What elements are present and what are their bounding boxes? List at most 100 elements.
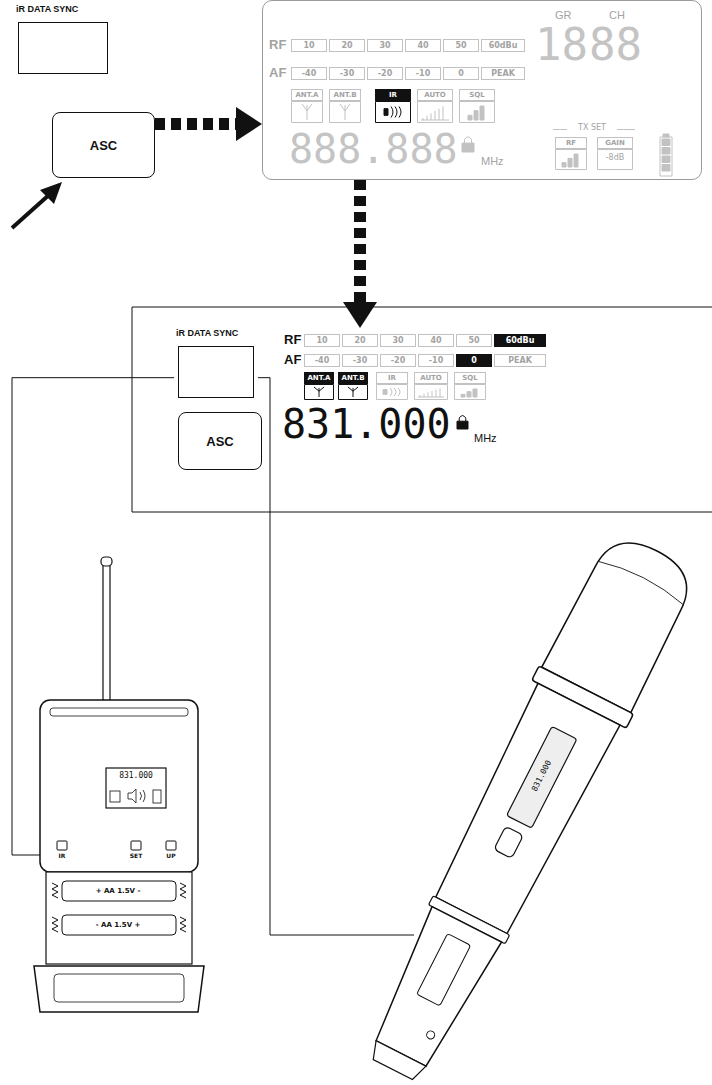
ir-icon [375, 101, 411, 123]
bars-stroke [556, 150, 587, 170]
ant-icon [329, 101, 361, 123]
bodypack-transmitter: 831.000IRSETUP+ AA 1.5V -- AA 1.5V + [40, 555, 200, 1015]
auto-stroke [439, 109, 440, 120]
auto-stroke [418, 397, 444, 398]
bodypack-transmitter [50, 708, 188, 716]
receiver-lcd: RF102030405060dBuAF-40-30-20-100PEAKANT.… [262, 0, 702, 180]
segment-digits: 18 [535, 23, 588, 67]
handheld-microphone [598, 556, 686, 605]
button-label: ASC [90, 138, 117, 153]
button-label: ASC [206, 434, 233, 449]
bodypack-transmitter [34, 557, 204, 1012]
battery-label: - AA 1.5V + [68, 920, 168, 930]
auto-stroke [440, 388, 441, 397]
icon-label: IR [376, 372, 408, 384]
scale-cell: 20 [342, 334, 378, 347]
lock-icon [461, 135, 475, 153]
batt-icon [659, 133, 673, 177]
button-label: UP [162, 852, 180, 859]
ir-window-frame [178, 346, 254, 398]
icon-label: ANT.B [338, 372, 368, 384]
bars-stroke [568, 158, 572, 167]
scale-cell: 30 [380, 334, 416, 347]
bars-icon [459, 101, 495, 123]
auto-stroke [443, 106, 444, 120]
unit-label: GR [555, 9, 572, 21]
auto-stroke [431, 113, 432, 120]
scale-cell: -20 [367, 67, 403, 80]
handheld-microphone [507, 726, 577, 828]
icon-label: GAIN [597, 137, 633, 149]
scale-cell: 60dBu [481, 39, 525, 52]
icon-label: ANT.B [329, 89, 361, 101]
ir-stroke [383, 390, 387, 395]
meter-label: RF [269, 37, 286, 52]
button-label: SET [124, 852, 148, 859]
bodypack-transmitter [34, 966, 204, 1012]
icon-label: AUTO [414, 372, 448, 384]
auto-stroke [427, 116, 428, 120]
ant-stroke [340, 104, 350, 120]
handheld-microphone [417, 934, 471, 1006]
press-arrow [12, 182, 62, 228]
scale-cell: -10 [418, 354, 454, 367]
connector-arrow [155, 118, 236, 130]
ant-icon [291, 101, 323, 123]
ant-stroke [302, 104, 312, 120]
ir-sensor-window: iR DATA SYNC [14, 2, 114, 76]
scale-cell: 0 [456, 354, 492, 367]
line-stroke [617, 129, 635, 130]
lock-stroke [462, 143, 474, 152]
ant-stroke [305, 385, 334, 400]
bars-stroke [474, 111, 478, 120]
press-arrow [40, 182, 62, 204]
ir-icon [376, 384, 408, 400]
battery-label: + AA 1.5V - [68, 886, 168, 896]
icon-label: AUTO [417, 89, 453, 101]
auto-stroke [432, 391, 433, 397]
segment-digits: 88 [589, 23, 642, 67]
bodypack-transmitter [40, 700, 198, 872]
connector-arrow [354, 180, 366, 302]
scale-cell: -30 [342, 354, 378, 367]
auto-stroke [428, 392, 429, 397]
ant-stroke [330, 102, 361, 123]
lock-stroke [465, 137, 472, 143]
handheld-microphone [430, 683, 620, 936]
brand-label: iR DATA SYNC [176, 328, 238, 338]
meter-label: AF [284, 352, 301, 367]
batt-stroke [662, 165, 670, 172]
ant-icon [338, 384, 368, 400]
meter-label: AF [269, 65, 286, 80]
bodypack-transmitter [106, 768, 166, 808]
bodypack-transmitter [101, 557, 112, 566]
scale-cell: 50 [443, 39, 479, 52]
scale-cell: PEAK [494, 354, 546, 367]
bars-stroke [574, 154, 578, 167]
ir-window-frame [18, 22, 108, 74]
ir-stroke [395, 107, 397, 118]
handheld-microphone [425, 1030, 436, 1041]
ir-stroke [376, 102, 411, 123]
icon-label: SQL [454, 372, 486, 384]
unit-label: CH [609, 9, 625, 21]
bodypack-transmitter [103, 562, 110, 702]
bars-icon [454, 384, 486, 400]
ant-stroke [292, 102, 323, 123]
bodypack-transmitter [54, 974, 184, 1002]
icon-label: ANT.A [291, 89, 323, 101]
line-icon [617, 129, 635, 130]
scale-cell: 40 [405, 39, 441, 52]
scale-cell: 40 [418, 334, 454, 347]
scale-cell: 10 [291, 39, 327, 52]
box-stroke [598, 150, 633, 170]
ir-stroke [394, 388, 396, 396]
lock-stroke [459, 416, 466, 422]
bodypack-transmitter [128, 789, 136, 803]
batt-stroke [662, 139, 670, 146]
icon-label: SQL [459, 89, 495, 101]
segment-digits: 831.000 [282, 404, 451, 444]
ir-stroke [399, 107, 401, 118]
